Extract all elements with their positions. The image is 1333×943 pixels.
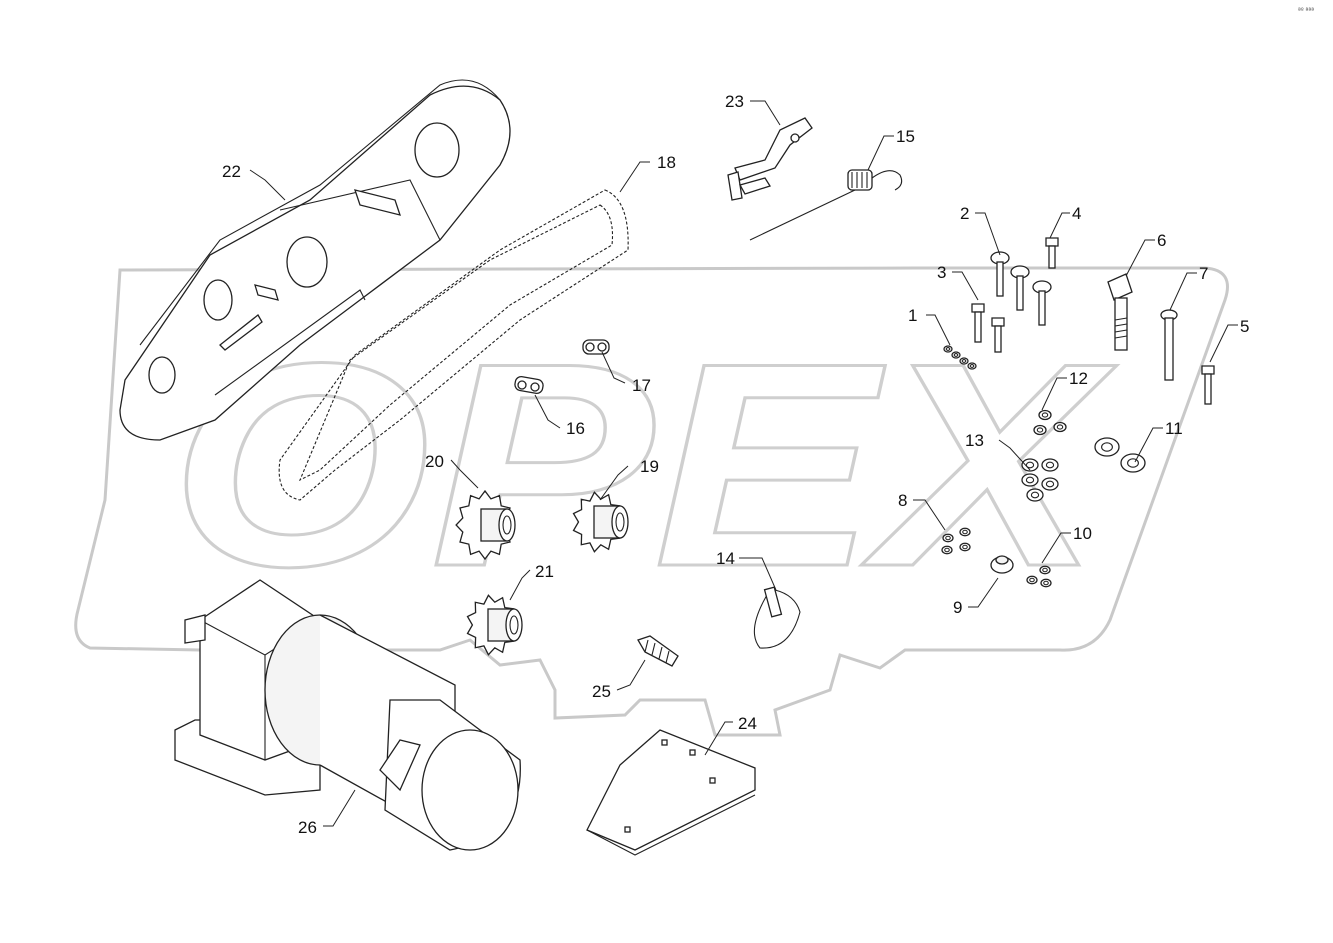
bolt-icon xyxy=(1045,237,1059,269)
callout-23: 23 xyxy=(725,92,744,111)
washer-icon xyxy=(1094,437,1146,473)
washer-icon xyxy=(1033,409,1067,436)
callout-16: 16 xyxy=(566,419,585,438)
chain-guard-cover-icon xyxy=(119,79,511,441)
nut-icon xyxy=(1026,565,1052,588)
grease-nipple-icon xyxy=(637,635,679,667)
callout-25: 25 xyxy=(592,682,611,701)
chain-link-icon xyxy=(514,375,544,395)
callout-14: 14 xyxy=(716,549,735,568)
chain-link-icon xyxy=(582,339,610,355)
callout-11: 11 xyxy=(1165,419,1183,438)
callout-7: 7 xyxy=(1199,264,1208,283)
lock-nut-icon xyxy=(990,555,1014,574)
callout-21: 21 xyxy=(535,562,554,581)
callout-3: 3 xyxy=(937,263,946,282)
bolt-icon xyxy=(1201,365,1215,405)
gear-motor-icon xyxy=(174,579,521,851)
callout-6: 6 xyxy=(1157,231,1166,250)
callout-9: 9 xyxy=(953,598,962,617)
carriage-bolt-icon xyxy=(990,251,1052,326)
torsion-spring-icon xyxy=(749,169,903,241)
bracket-icon xyxy=(727,117,813,201)
bolt-icon xyxy=(971,303,1005,353)
plate-icon xyxy=(586,729,756,856)
callout-17: 17 xyxy=(632,376,651,395)
callout-22: 22 xyxy=(222,162,241,181)
callout-15: 15 xyxy=(896,127,915,146)
sprocket-icon xyxy=(466,594,523,656)
callout-12: 12 xyxy=(1069,369,1088,388)
callout-5: 5 xyxy=(1240,317,1249,336)
roller-chain-icon xyxy=(278,189,629,501)
callout-24: 24 xyxy=(738,714,757,733)
corner-mark: ªº ªªª xyxy=(1298,7,1314,14)
callout-10: 10 xyxy=(1073,524,1092,543)
washer-icon xyxy=(1021,458,1059,502)
callout-2: 2 xyxy=(960,204,969,223)
callout-18: 18 xyxy=(657,153,676,172)
hex-bolt-icon xyxy=(1107,273,1133,351)
callout-13: 13 xyxy=(965,431,984,450)
sprocket-icon xyxy=(455,489,516,561)
callout-20: 20 xyxy=(425,452,444,471)
lynch-pin-icon xyxy=(753,586,801,649)
callout-26: 26 xyxy=(298,818,317,837)
nut-icon xyxy=(941,527,971,555)
long-bolt-icon xyxy=(1160,309,1178,381)
callout-labels: 1 2 3 4 5 6 7 8 9 10 11 12 13 14 15 16 1… xyxy=(222,92,1249,837)
leader-lines xyxy=(249,100,1238,827)
callout-4: 4 xyxy=(1072,204,1081,223)
callout-1: 1 xyxy=(908,306,917,325)
callout-19: 19 xyxy=(640,457,659,476)
nut-icon xyxy=(943,345,977,370)
callout-8: 8 xyxy=(898,491,907,510)
watermark-gear-outline xyxy=(74,266,1229,737)
sprocket-icon xyxy=(572,491,629,553)
